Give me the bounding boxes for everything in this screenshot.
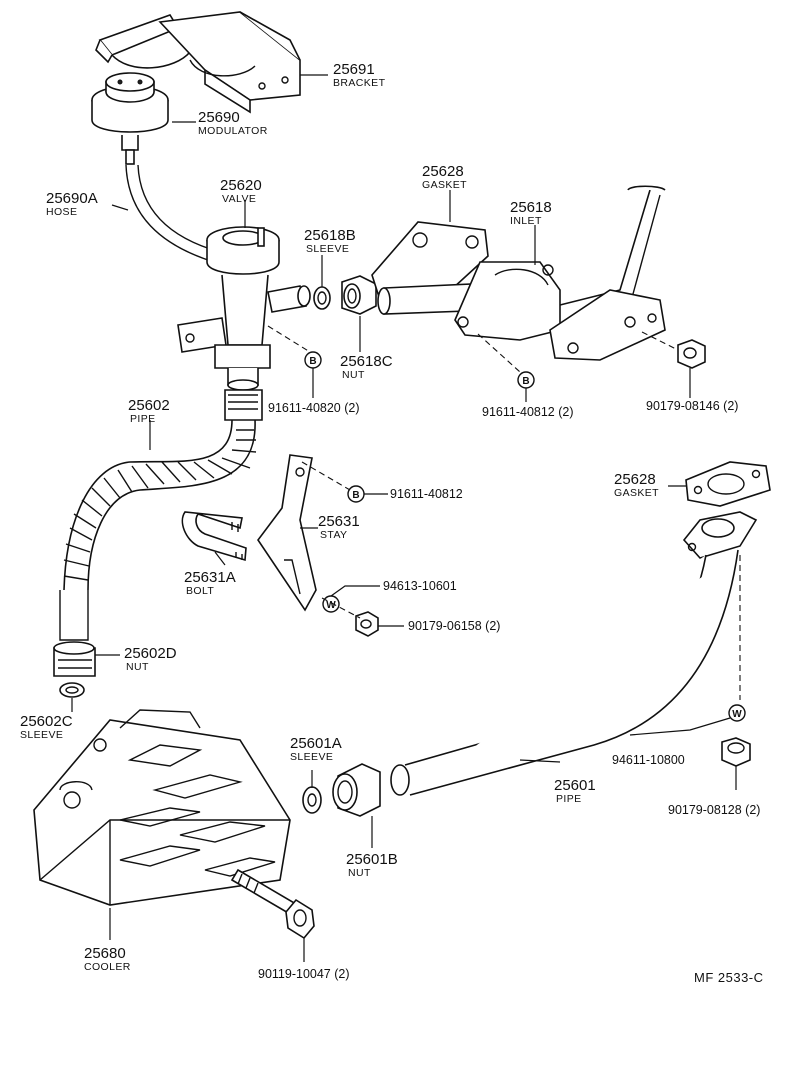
svg-text:NUT: NUT <box>126 661 149 673</box>
callout-f2: B <box>517 371 535 389</box>
svg-text:B: B <box>309 356 316 367</box>
stay-drawing[interactable] <box>257 454 317 612</box>
ref-f6: 90179-06158 (2) <box>408 619 500 633</box>
svg-text:MODULATOR: MODULATOR <box>198 125 268 137</box>
svg-text:25618B: 25618B <box>304 227 356 244</box>
svg-text:GASKET: GASKET <box>614 487 659 499</box>
sleeve-25601a-drawing[interactable] <box>302 786 322 814</box>
svg-text:PIPE: PIPE <box>556 793 582 805</box>
svg-text:SLEEVE: SLEEVE <box>20 729 63 741</box>
pipe-25602-drawing[interactable] <box>59 389 263 641</box>
ref-f9: 90119-10047 (2) <box>258 967 350 981</box>
callout-f6: W <box>322 595 340 613</box>
ref-f2: 91611-40812 (2) <box>482 405 574 419</box>
label-p8: 25618C NUT <box>340 353 393 381</box>
svg-text:25690A: 25690A <box>46 190 98 207</box>
leader-lines <box>71 74 737 962</box>
svg-text:B: B <box>352 490 359 501</box>
cooler-drawing[interactable] <box>33 709 291 906</box>
ref-f1: 91611-40820 (2) <box>268 401 360 415</box>
svg-text:25602C: 25602C <box>20 713 73 730</box>
nut-90179-08128-drawing[interactable] <box>721 737 751 767</box>
callout-f7: W <box>728 704 746 722</box>
svg-text:COOLER: COOLER <box>84 961 131 973</box>
valve-drawing[interactable] <box>177 226 311 391</box>
sleeve-25602c-drawing[interactable] <box>59 682 85 698</box>
pipe-25601-drawing[interactable] <box>390 511 758 796</box>
modulator-drawing[interactable] <box>91 72 169 165</box>
svg-text:25631: 25631 <box>318 513 360 530</box>
label-p1: 25691 BRACKET <box>333 61 386 89</box>
label-p5: 25618B SLEEVE <box>304 227 356 255</box>
nut-25618c-drawing[interactable] <box>341 275 377 315</box>
hose-drawing[interactable] <box>125 164 221 263</box>
svg-text:25601B: 25601B <box>346 851 398 868</box>
label-p3: 25690A HOSE <box>46 190 98 218</box>
label-p9: 25602 PIPE <box>128 397 170 425</box>
callout-f1: B <box>304 351 322 369</box>
nut-90179-08146-drawing[interactable] <box>677 339 706 369</box>
bolt-25631a-drawing[interactable] <box>181 511 247 562</box>
svg-text:W: W <box>732 709 742 720</box>
label-p14: 25602C SLEEVE <box>20 713 73 741</box>
svg-text:25618C: 25618C <box>340 353 393 370</box>
nut-25602d-drawing[interactable] <box>53 641 96 677</box>
svg-text:SLEEVE: SLEEVE <box>306 243 349 255</box>
bolt-90119-drawing[interactable] <box>230 868 315 940</box>
svg-text:W: W <box>326 600 336 611</box>
svg-text:BRACKET: BRACKET <box>333 77 386 89</box>
svg-text:25620: 25620 <box>220 177 262 194</box>
label-p2: 25690 MODULATOR <box>198 109 268 137</box>
svg-text:NUT: NUT <box>348 867 371 879</box>
svg-text:25631A: 25631A <box>184 569 236 586</box>
gasket-lower-drawing[interactable] <box>685 461 771 507</box>
ref-f5: 94613-10601 <box>383 579 457 593</box>
label-p17: 25601B NUT <box>346 851 398 879</box>
svg-text:25618: 25618 <box>510 199 552 216</box>
svg-text:25601: 25601 <box>554 777 596 794</box>
svg-text:NUT: NUT <box>342 369 365 381</box>
svg-text:25601A: 25601A <box>290 735 342 752</box>
svg-text:25602D: 25602D <box>124 645 177 662</box>
diagram-code: MF 2533-C <box>694 970 764 985</box>
ref-f8: 90179-08128 (2) <box>668 803 760 817</box>
inlet-drawing[interactable] <box>371 185 666 361</box>
dashed-connectors <box>267 325 741 700</box>
label-p6: 25628 GASKET <box>422 163 467 191</box>
svg-text:25628: 25628 <box>422 163 464 180</box>
nut-25601b-drawing[interactable] <box>332 763 381 817</box>
label-p18: 25680 COOLER <box>84 945 131 973</box>
bracket-drawing[interactable] <box>95 11 301 114</box>
label-p4: 25620 VALVE <box>220 177 262 205</box>
label-p11: 25631 STAY <box>318 513 360 541</box>
label-p10: 25628 GASKET <box>614 471 659 499</box>
callout-f4: B <box>347 485 365 503</box>
ref-f3: 90179-08146 (2) <box>646 399 738 413</box>
label-p12: 25631A BOLT <box>184 569 236 597</box>
svg-text:BOLT: BOLT <box>186 585 214 597</box>
svg-text:25602: 25602 <box>128 397 170 414</box>
nut-90179-06158-drawing[interactable] <box>355 611 379 637</box>
svg-text:25680: 25680 <box>84 945 126 962</box>
svg-text:VALVE: VALVE <box>222 193 256 205</box>
label-p15: 25601A SLEEVE <box>290 735 342 763</box>
svg-text:25628: 25628 <box>614 471 656 488</box>
svg-text:PIPE: PIPE <box>130 413 156 425</box>
svg-text:HOSE: HOSE <box>46 206 77 218</box>
ref-f4: 91611-40812 <box>390 487 463 501</box>
svg-text:STAY: STAY <box>320 529 347 541</box>
svg-text:B: B <box>522 376 529 387</box>
svg-text:25691: 25691 <box>333 61 375 78</box>
label-p7: 25618 INLET <box>510 199 552 227</box>
svg-text:INLET: INLET <box>510 215 542 227</box>
svg-text:25690: 25690 <box>198 109 240 126</box>
ref-f7: 94611-10800 <box>612 753 685 767</box>
label-p16: 25601 PIPE <box>554 777 596 805</box>
sleeve-25618b-drawing[interactable] <box>313 286 331 310</box>
label-p13: 25602D NUT <box>124 645 177 673</box>
svg-text:SLEEVE: SLEEVE <box>290 751 333 763</box>
svg-text:GASKET: GASKET <box>422 179 467 191</box>
